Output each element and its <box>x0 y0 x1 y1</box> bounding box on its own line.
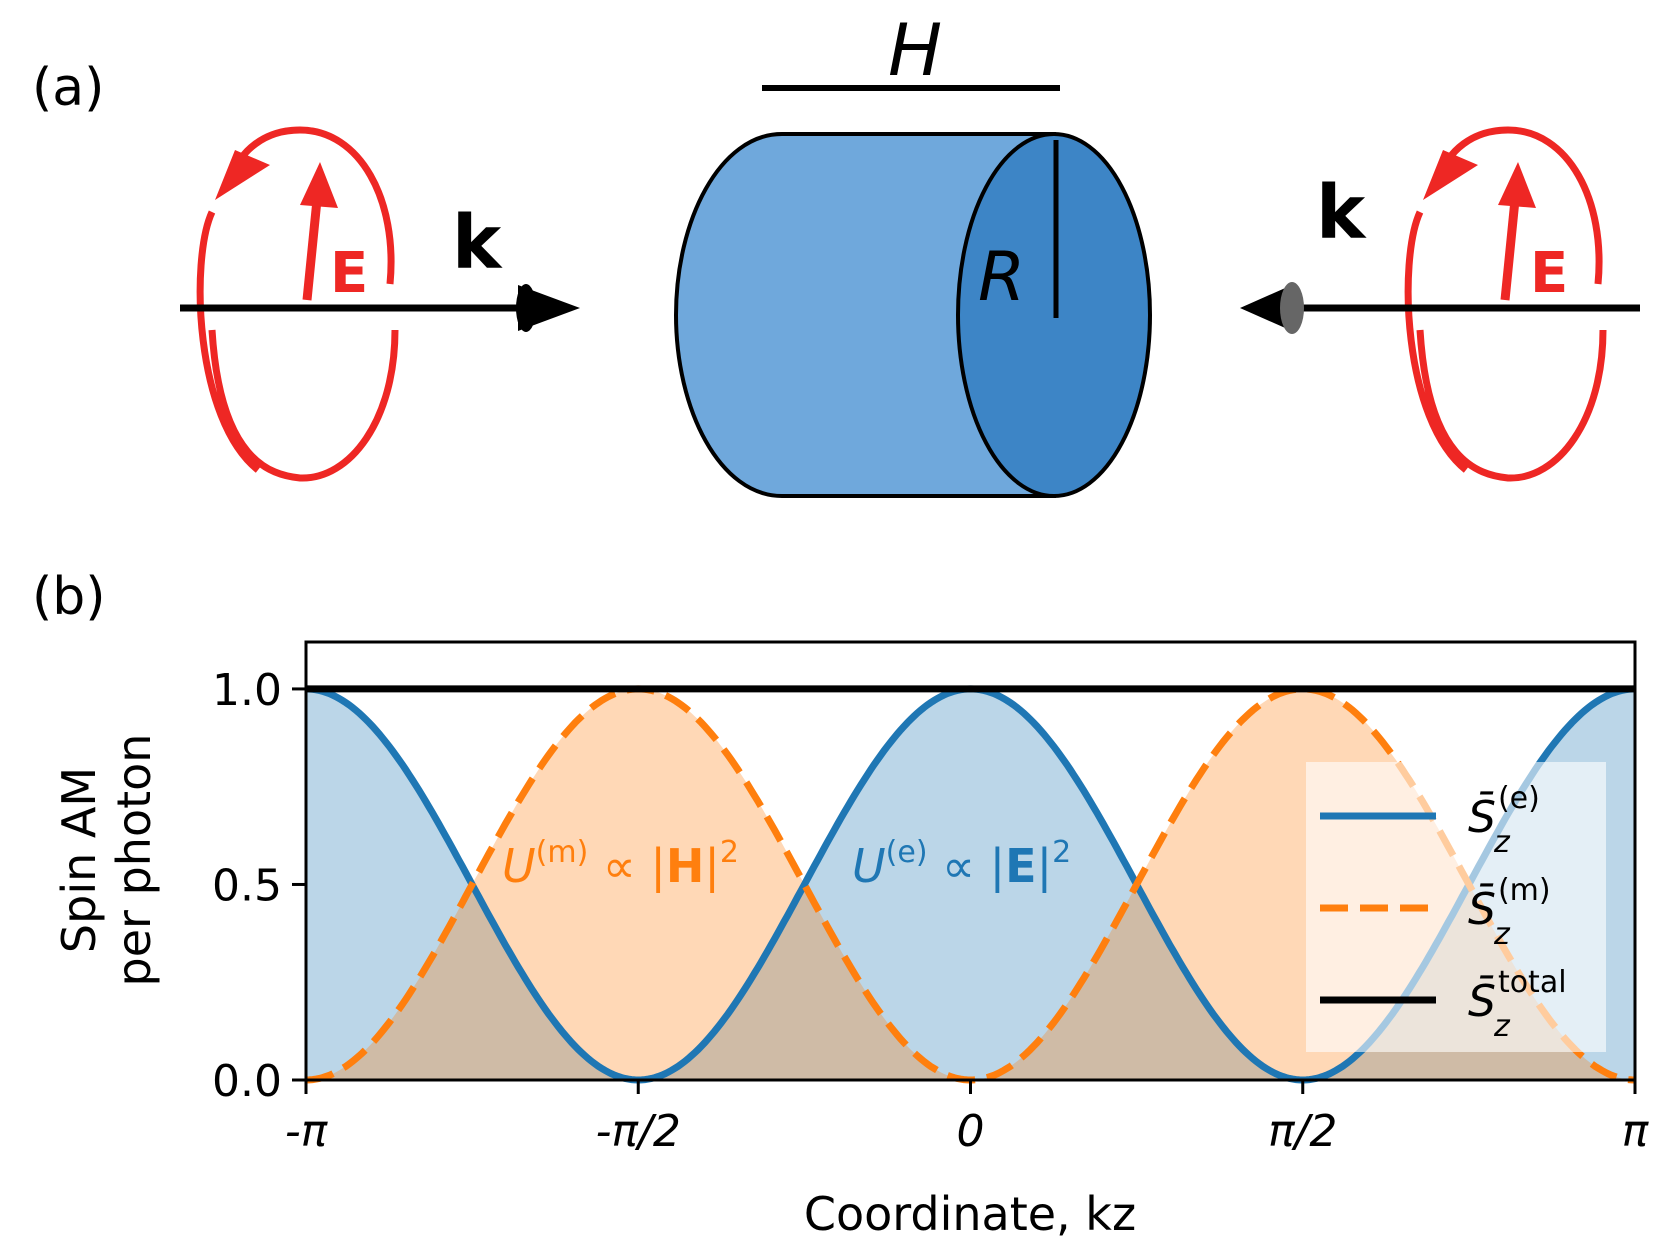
k-arrow-base-left <box>516 284 536 332</box>
rotation-arrowhead-left-icon <box>215 150 270 200</box>
ann-e-bold: E <box>1005 839 1036 893</box>
leg-t-sup: total <box>1498 965 1567 1000</box>
ann-m-bold: H <box>666 839 705 893</box>
polarization-ellipse-left <box>196 210 399 482</box>
k-arrow-base-right <box>1280 282 1304 334</box>
y-axis-label-line2: per photon <box>107 734 161 987</box>
ann-e-rest: ∝ | <box>928 839 1006 894</box>
leg-e-base: S̄ <box>1468 790 1496 843</box>
annotation-electric-energy: U(e) ∝ |E|2 <box>852 835 1071 894</box>
e-vector-left <box>302 199 322 301</box>
x-tick-label: π/2 <box>1268 1106 1337 1157</box>
leg-e-sup: (e) <box>1498 781 1540 816</box>
annotation-magnetic-energy: U(m) ∝ |H|2 <box>502 835 739 894</box>
x-tick-label: 0 <box>957 1106 985 1157</box>
legend-box <box>1306 762 1606 1052</box>
ticks: -π -π/2 0 π/2 π 0.0 0.5 1.0 <box>212 665 1650 1157</box>
x-tick-label: π <box>1622 1106 1650 1157</box>
polarization-ellipse-right-top <box>1434 126 1603 285</box>
leg-m-sub: z <box>1493 917 1511 952</box>
cylinder-side <box>673 132 1056 498</box>
legend-label-electric: S̄(e) z <box>1468 781 1540 860</box>
wave-left: E k <box>180 126 580 482</box>
x-tick-label: -π <box>285 1106 329 1157</box>
e-label-left: E <box>330 241 368 306</box>
radius-label: R <box>978 238 1025 317</box>
e-arrowhead-right-icon <box>1498 162 1536 208</box>
ann-m-end: | <box>704 839 720 894</box>
leg-m-sup: (m) <box>1498 873 1551 908</box>
fill-magnetic <box>306 688 1635 1080</box>
ann-e-prefix: U <box>852 839 886 893</box>
rotation-arrowhead-right-icon <box>1423 150 1478 200</box>
x-tick-label: -π/2 <box>596 1106 681 1157</box>
k-label-right: k <box>1316 170 1367 256</box>
e-label-right: E <box>1530 241 1568 306</box>
ann-m-sup2: 2 <box>720 835 739 870</box>
cylinder: H R <box>673 8 1152 498</box>
ann-m-sup: (m) <box>536 835 589 870</box>
wave-right: E k <box>1240 126 1640 482</box>
polarization-ellipse-left-top <box>226 126 395 285</box>
x-axis-label: Coordinate, kz <box>804 1187 1136 1241</box>
panel-a-label: (a) <box>32 58 104 118</box>
ann-e-end: | <box>1037 839 1053 894</box>
fill-electric <box>306 688 1635 1080</box>
plot-area: U(m) ∝ |H|2 U(e) ∝ |E|2 S̄(e)z S̄(m)z S̄… <box>52 640 1650 1241</box>
ann-e-sup: (e) <box>886 835 928 870</box>
legend-label-total: S̄total z <box>1468 965 1567 1044</box>
panel-b-label: (b) <box>32 567 106 627</box>
leg-t-base: S̄ <box>1468 974 1496 1027</box>
polarization-ellipse-right <box>1404 210 1607 482</box>
ann-m-rest: ∝ | <box>588 839 666 894</box>
k-arrowhead-left-icon <box>1240 285 1292 331</box>
y-axis-label-line1: Spin AM <box>52 767 106 953</box>
y-tick-label: 0.5 <box>212 860 282 911</box>
leg-t-sub: z <box>1493 1009 1511 1044</box>
e-arrowhead-left-icon <box>300 162 338 208</box>
ann-m-prefix: U <box>502 839 536 893</box>
legend-label-magnetic: S̄(m) z <box>1468 873 1551 952</box>
k-label-left: k <box>452 200 503 286</box>
y-tick-label: 0.0 <box>212 1056 282 1107</box>
y-tick-label: 1.0 <box>212 665 282 716</box>
e-vector-right <box>1500 199 1520 301</box>
leg-e-sub: z <box>1493 825 1511 860</box>
leg-m-base: S̄ <box>1468 882 1496 935</box>
height-label: H <box>888 8 942 92</box>
ann-e-sup2: 2 <box>1052 835 1071 870</box>
